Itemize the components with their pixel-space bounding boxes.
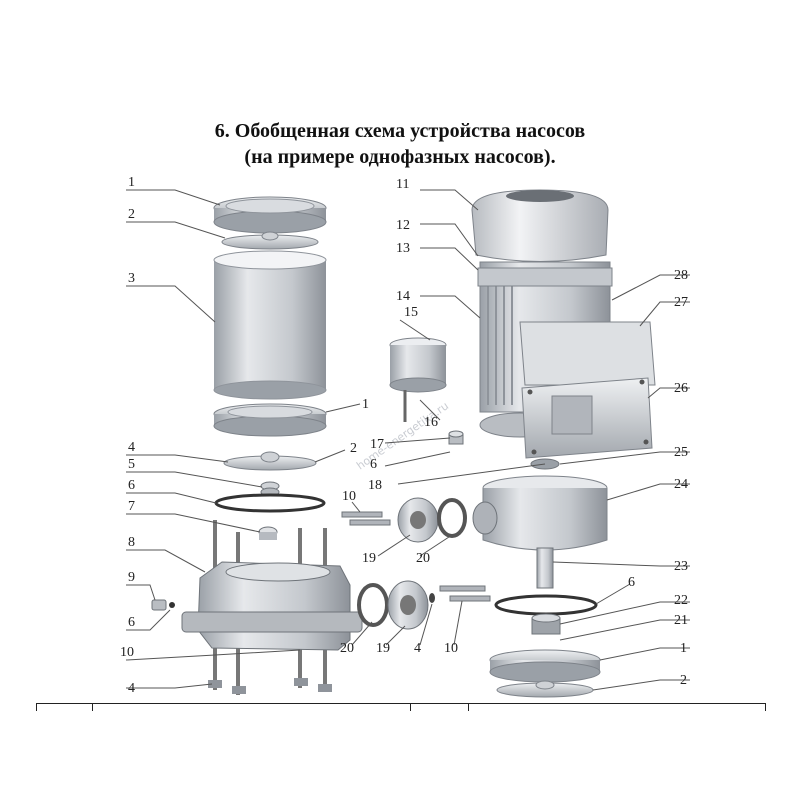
label-4-upper: 4 (128, 440, 135, 455)
label-13: 13 (396, 241, 410, 256)
label-2-plate-right: 2 (680, 673, 687, 688)
part-27-terminal-box (519, 321, 656, 386)
part-1-lower-cover (213, 403, 327, 437)
label-16-flange: 16 (424, 415, 438, 430)
label-8-base: 8 (128, 535, 135, 550)
label-2-top-plate: 2 (128, 207, 135, 222)
label-10-upper-bolts: 10 (342, 489, 356, 504)
label-21: 21 (674, 613, 688, 628)
part-17-cable-gland (448, 430, 464, 445)
part-22-mechanical-seal (531, 613, 561, 635)
part-24-pump-head (472, 475, 608, 551)
table-column-divider (36, 703, 37, 711)
part-20-gasket-upper (437, 498, 467, 538)
part-3-outer-sleeve (213, 250, 327, 400)
label-1-top-cover: 1 (128, 175, 135, 190)
part-11-fan-cover (471, 189, 609, 262)
label-27-terminal-box: 27 (674, 295, 688, 310)
part-7-bushing (258, 526, 278, 540)
part-6-o-ring-right (494, 594, 598, 616)
label-20-upper-gasket: 20 (416, 551, 430, 566)
part-10-bolts-upper (341, 511, 391, 526)
label-2-lower-plate: 2 (350, 441, 357, 456)
label-22-mech-seal: 22 (674, 593, 688, 608)
label-6-o-ring-left: 6 (128, 478, 135, 493)
part-labels: 1 2 3 1 4 5 6 7 8 9 6 10 4 15 16 2 17 6 … (120, 175, 688, 696)
table-column-divider (765, 703, 766, 711)
label-19-upper-impeller: 19 (362, 551, 376, 566)
label-10-lower-bolts: 10 (444, 641, 458, 656)
table-column-divider (92, 703, 93, 711)
part-19-impeller-lower (387, 580, 429, 630)
part-2-top-plate (221, 231, 319, 250)
part-6-o-ring-left (214, 493, 326, 513)
label-3-sleeve: 3 (128, 271, 135, 286)
label-4-nuts: 4 (128, 681, 135, 696)
part-4-lower-bolt (429, 593, 435, 603)
label-24-pump-head: 24 (674, 477, 688, 492)
label-1-lower-cover: 1 (362, 397, 369, 412)
label-11-fan-cover: 11 (396, 177, 409, 192)
label-17-gland: 17 (370, 437, 384, 452)
part-19-impeller-upper (397, 497, 439, 543)
label-4-lower: 4 (414, 641, 421, 656)
label-26-box-lid: 26 (674, 381, 688, 396)
diagram-title-line-1: 6. Обобщенная схема устройства насосов (214, 120, 586, 142)
label-23-shaft: 23 (674, 559, 688, 574)
diagram-title-line-2: (на примере однофазных насосов). (244, 146, 556, 168)
part-9-plug (151, 599, 175, 611)
part-2-plate-right (496, 680, 594, 698)
part-26-terminal-box-lid (521, 377, 653, 459)
part-20-gasket-lower (357, 583, 389, 627)
label-18: 18 (368, 478, 382, 493)
label-7-bushing: 7 (128, 499, 135, 514)
label-12: 12 (396, 218, 410, 233)
table-top-rule (36, 703, 766, 704)
label-25-seal: 25 (674, 445, 688, 460)
leader-lines (125, 189, 690, 691)
table-column-divider (410, 703, 411, 711)
label-5-washer: 5 (128, 457, 135, 472)
label-6-plug-ring: 6 (128, 615, 135, 630)
label-15-capacitor: 15 (404, 305, 418, 320)
label-28: 28 (674, 268, 688, 283)
part-15-capacitor (389, 337, 447, 422)
part-8-pump-base (181, 520, 363, 695)
label-9-plug: 9 (128, 570, 135, 585)
label-14-motor-housing: 14 (396, 289, 410, 304)
label-6-gland-ring: 6 (370, 457, 377, 472)
label-1-pump-cover-right: 1 (680, 641, 687, 656)
label-6-o-ring-right: 6 (628, 575, 635, 590)
part-1-top-cover (213, 196, 327, 234)
table-column-divider (468, 703, 469, 711)
part-23-shaft (536, 547, 554, 589)
part-2-lower-plate (223, 451, 317, 471)
part-1-pump-cover-right (489, 649, 601, 683)
label-19-lower-impeller: 19 (376, 641, 390, 656)
label-20-lower-gasket: 20 (340, 641, 354, 656)
label-10-studs: 10 (120, 645, 134, 660)
part-10-bolts-lower (439, 585, 491, 602)
